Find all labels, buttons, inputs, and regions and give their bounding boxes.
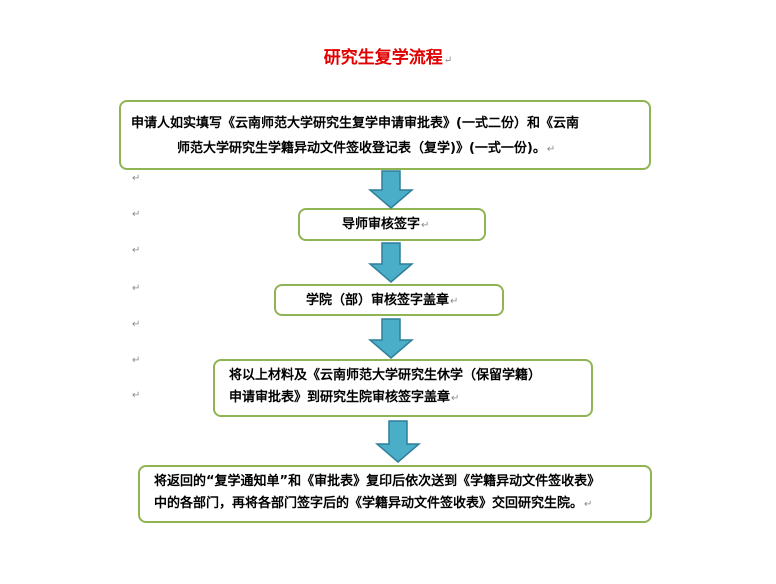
step-4-line-2: 申请审批表》到研究生院审核签字盖章 [229,390,451,405]
paragraph-mark: ↵ [421,220,430,231]
step-3-line-1: 学院（部）审核签字盖章 [306,293,450,308]
step-4-box: 将以上材料及《云南师范大学研究生休学（保留学籍） 申请审批表》到研究生院审核签字… [213,359,593,417]
step-3-box: 学院（部）审核签字盖章↵ [274,284,504,316]
step-5-box: 将返回的“复学通知单”和《审批表》复印后依次送到《学籍异动文件签收表》 中的各部… [138,465,652,523]
margin-paragraph-mark: ↵ [132,390,141,401]
step-1-line-2: 师范大学研究生学籍异动文件签收登记表（复学)》(一式一份)。 [177,141,546,156]
step-2-line-1-wrap: 导师审核签字↵ [342,212,484,238]
step-3-line-1-wrap: 学院（部）审核签字盖章↵ [306,288,502,314]
arrow-2-icon [368,242,414,283]
margin-paragraph-mark: ↵ [132,319,141,330]
margin-paragraph-mark: ↵ [132,209,141,220]
step-5-line-2: 中的各部门，再将各部门签字后的《学籍异动文件签收表》交回研究生院。 [154,496,584,511]
margin-paragraph-mark: ↵ [132,173,141,184]
paragraph-mark: ↵ [451,393,460,404]
paragraph-mark: ↵ [450,296,459,307]
step-5-line-1: 将返回的“复学通知单”和《审批表》复印后依次送到《学籍异动文件签收表》 [154,474,601,489]
step-1-line-1: 申请人如实填写《云南师范大学研究生复学申请审批表》(一式二份）和《云南 [131,116,579,131]
arrow-1-icon [368,170,414,209]
paragraph-mark: ↵ [546,144,556,155]
margin-paragraph-mark: ↵ [132,283,141,294]
margin-paragraph-mark: ↵ [132,355,141,366]
step-1-box: 申请人如实填写《云南师范大学研究生复学申请审批表》(一式二份）和《云南 师范大学… [119,100,651,170]
step-1-line-2-wrap: 师范大学研究生学籍异动文件签收登记表（复学)》(一式一份)。↵ [131,136,649,162]
step-2-box: 导师审核签字↵ [298,208,486,241]
step-2-line-1: 导师审核签字 [342,217,421,232]
step-4-line-2-wrap: 申请审批表》到研究生院审核签字盖章↵ [229,387,591,410]
step-4-line-1: 将以上材料及《云南师范大学研究生休学（保留学籍） [229,368,542,383]
title-text: 研究生复学流程 [323,48,443,68]
paragraph-mark: ↵ [443,55,453,66]
paragraph-mark: ↵ [584,499,593,510]
page-title: 研究生复学流程↵ [300,47,476,72]
step-5-line-2-wrap: 中的各部门，再将各部门签字后的《学籍异动文件签收表》交回研究生院。↵ [154,493,650,516]
arrow-4-icon [375,420,421,463]
arrow-3-icon [368,318,414,359]
margin-paragraph-mark: ↵ [132,245,141,256]
